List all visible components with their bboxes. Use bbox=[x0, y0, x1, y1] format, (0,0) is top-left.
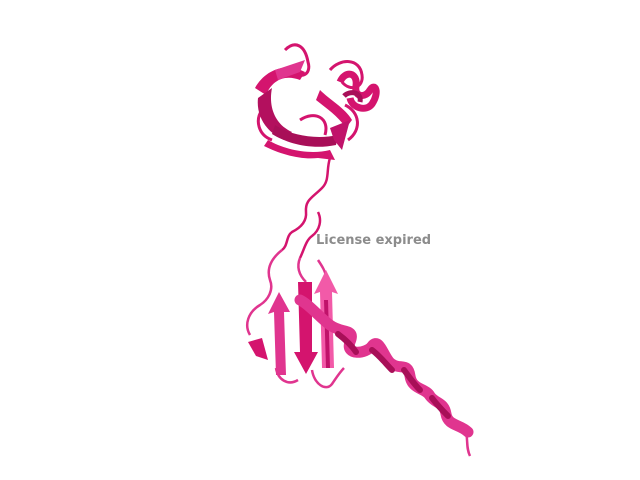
linker-loop bbox=[298, 211, 322, 259]
barrel-loop bbox=[344, 103, 359, 142]
barrel-strand bbox=[257, 88, 292, 140]
sheet-loop bbox=[310, 367, 345, 389]
license-watermark: License expired bbox=[316, 233, 432, 248]
linker-loop bbox=[281, 157, 332, 252]
sheet-loop bbox=[246, 249, 283, 336]
sheet-loop bbox=[297, 257, 307, 283]
sheet-strand bbox=[248, 338, 268, 360]
barrel-loop bbox=[328, 60, 364, 90]
barrel-helix bbox=[342, 90, 363, 103]
barrel-strand bbox=[316, 90, 352, 128]
beta-barrel-domain bbox=[255, 43, 380, 160]
barrel-loop bbox=[299, 114, 328, 136]
barrel-strand bbox=[264, 140, 335, 160]
alpha-helix-shade bbox=[335, 331, 451, 419]
barrel-helix bbox=[336, 70, 380, 112]
helix-tail bbox=[464, 431, 472, 457]
barrel-strand bbox=[330, 120, 350, 150]
lower-domain bbox=[246, 249, 474, 457]
sheet-strand bbox=[268, 292, 290, 375]
barrel-strand bbox=[272, 125, 338, 147]
barrel-strand bbox=[275, 60, 305, 80]
